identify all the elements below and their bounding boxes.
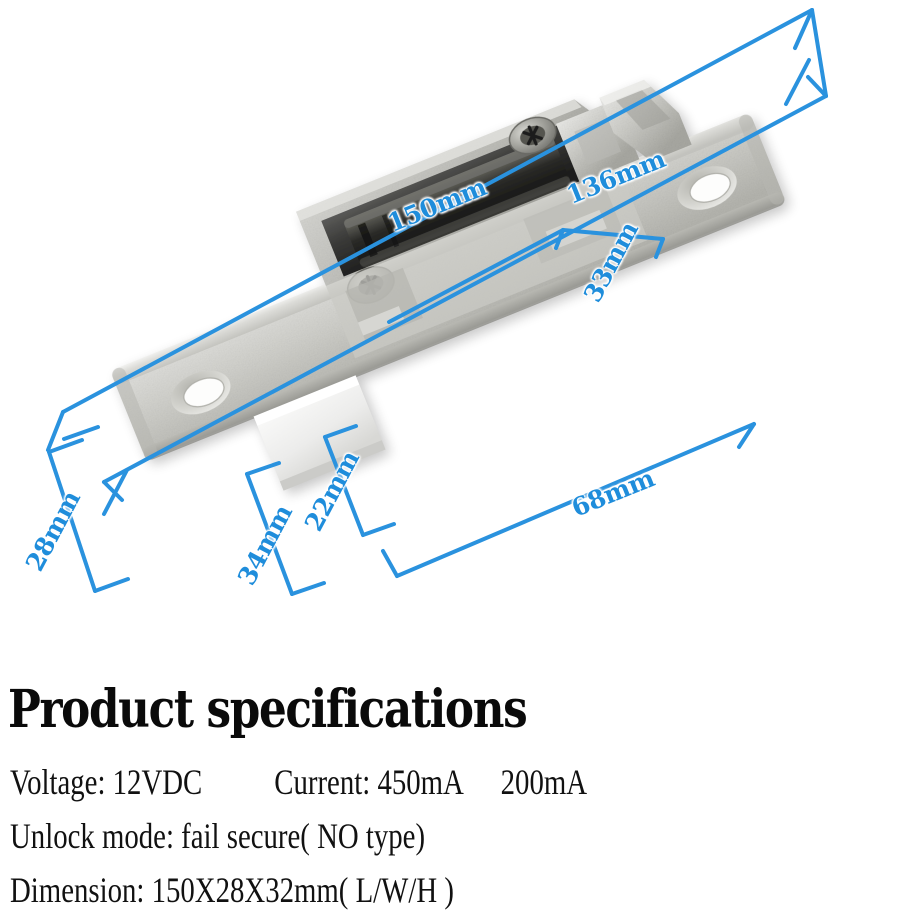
spec-current: Current: 450mA <box>274 762 463 802</box>
dimension-150mm-line <box>46 8 814 452</box>
mounting-hole-left <box>171 370 231 415</box>
dimension-hole-ticks <box>102 58 811 516</box>
dimension-136mm-line <box>102 8 828 502</box>
mounting-hole-right <box>677 166 737 210</box>
spec-row-dimension: Dimension: 150X28X32mm( L/W/H ) <box>10 870 454 910</box>
spec-row-unlock-mode: Unlock mode: fail secure( NO type) <box>10 816 426 856</box>
dimension-33mm-line <box>387 228 665 324</box>
product-diagram: 150mm 136mm 33mm 28mm 34mm 22mm 68mm <box>19 8 828 596</box>
dimension-28mm-line <box>47 425 130 593</box>
dimension-22mm-line <box>323 424 396 537</box>
spec-row-voltage-current: Voltage: 12VDC Current: 450mA 200mA <box>10 764 587 800</box>
page-title: Product specifications <box>8 679 528 740</box>
spec-voltage: Voltage: 12VDC <box>10 762 203 802</box>
product-diagram-svg <box>46 8 828 596</box>
dimension-68mm-line <box>381 422 756 578</box>
spec-current-secondary: 200mA <box>500 762 588 802</box>
specifications-section: Product specifications Voltage: 12VDC Cu… <box>0 660 914 922</box>
strike-tab <box>253 375 386 491</box>
dimension-lines <box>46 8 828 596</box>
latch-ramp <box>599 79 692 162</box>
screw-upper <box>508 116 557 155</box>
strike-lock-product <box>112 79 785 491</box>
dimension-34mm-line <box>245 461 326 596</box>
